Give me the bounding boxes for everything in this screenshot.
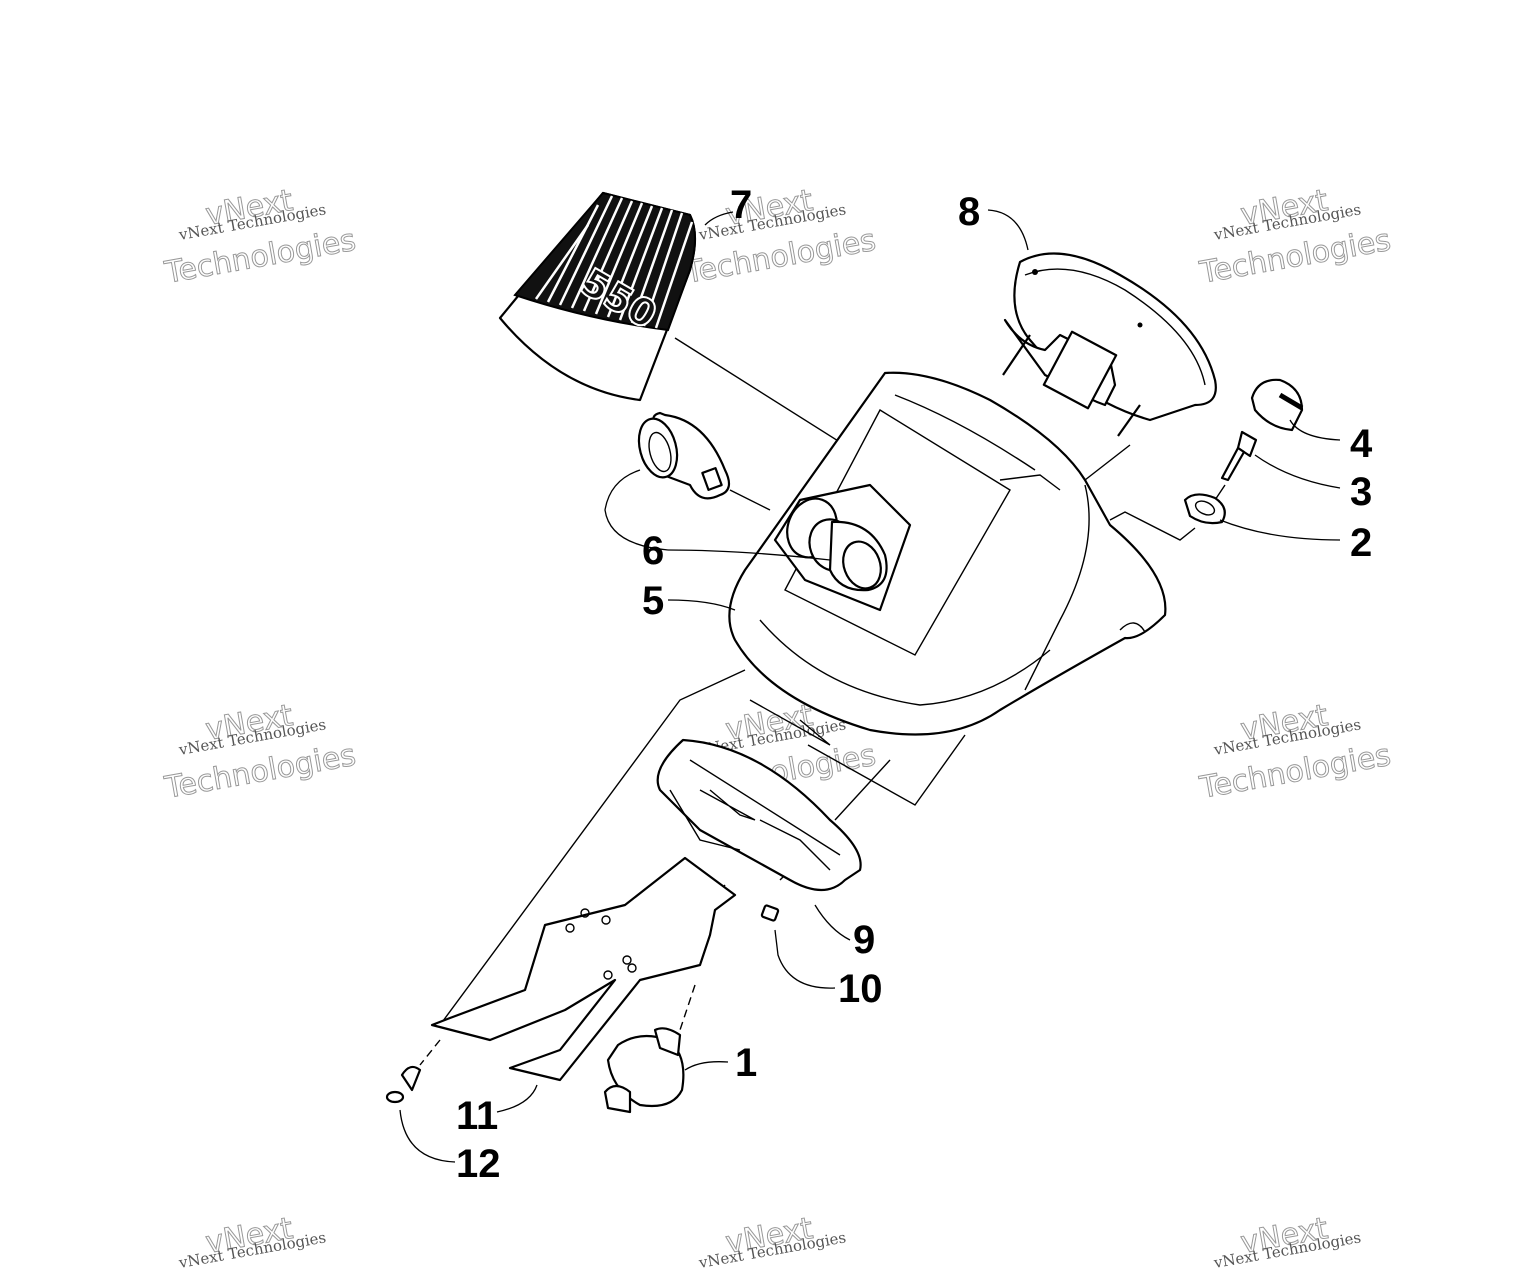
leader-lines [399,209,1341,1163]
watermark-bottom-left: vNext vNext Technologies [177,1211,328,1273]
callout-9: 9 [853,918,875,962]
callout-2: 2 [1350,521,1372,565]
rivet-part-12 [385,1065,422,1104]
callout-labels: 7 8 4 3 2 6 5 9 10 1 11 12 [456,183,1373,1186]
watermark-bottom-right: vNext vNext Technologies [1212,1211,1363,1273]
watermark-top-center: vNext vNext Technologies Technologies [681,183,879,292]
callout-11: 11 [456,1094,498,1138]
power-point-part-6 [637,411,888,592]
watermark-mid-right: vNext vNext Technologies Technologies [1196,698,1394,807]
callout-5: 5 [642,579,664,623]
watermark-bottom-center: vNext vNext Technologies [697,1211,848,1273]
bezel-part-9 [656,738,862,891]
watermark-top-right: vNext vNext Technologies Technologies [1196,183,1394,292]
callout-10: 10 [838,967,883,1011]
console-housing-part-5 [728,371,1167,736]
callout-12: 12 [456,1142,501,1186]
bracket-part-11 [430,856,737,1082]
callout-1: 1 [735,1041,757,1085]
plug-part-10 [760,904,780,922]
callout-6: 6 [642,529,664,573]
gauge-part-8 [1002,252,1217,437]
callout-8: 8 [958,190,980,234]
switch-part-1 [603,1027,685,1114]
decal-part-7: 550 [498,191,697,402]
callout-4: 4 [1350,422,1373,466]
nut-part-2 [1183,493,1226,525]
watermark-mid-left: vNext vNext Technologies Technologies [161,698,359,807]
key-part-3 [1220,430,1258,482]
watermark-top-left: vNext vNext Technologies Technologies [161,183,359,292]
callout-7: 7 [730,183,752,227]
callout-3: 3 [1350,470,1372,514]
key-cap-part-4 [1250,378,1304,432]
